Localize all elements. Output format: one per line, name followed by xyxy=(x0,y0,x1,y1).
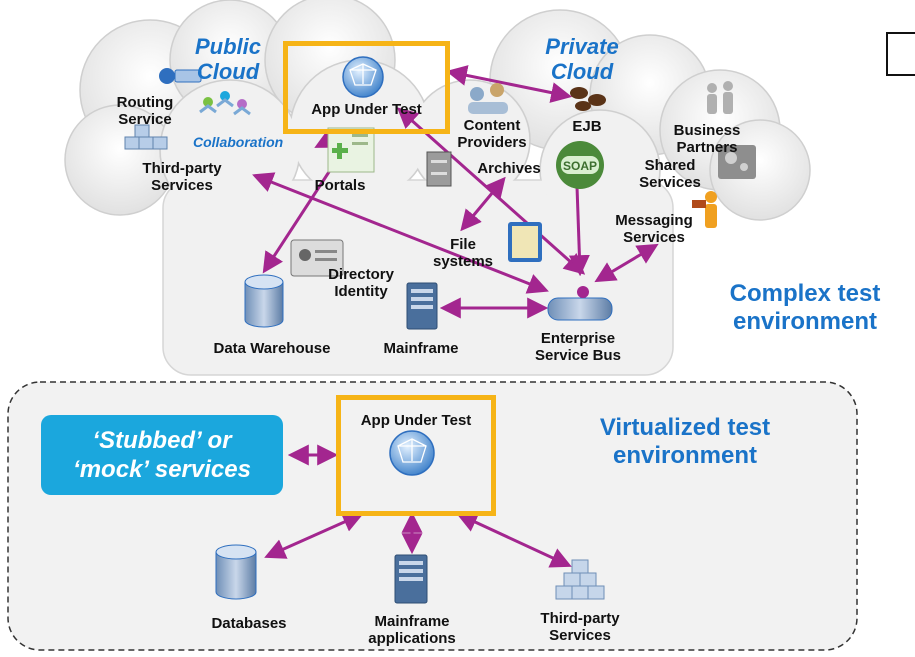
archives-label: Archives xyxy=(477,160,541,177)
portals-label: Portals xyxy=(314,177,366,194)
data-warehouse-cylinder-icon xyxy=(244,274,284,328)
collaboration-people-icon xyxy=(199,91,251,116)
mainframe-label: Mainframe xyxy=(383,340,459,357)
partial-frame-edge xyxy=(886,32,915,76)
data-warehouse-label: Data Warehouse xyxy=(213,340,331,357)
archives-icon xyxy=(426,151,452,187)
databases-cylinder-icon xyxy=(215,544,257,600)
mainframe-applications-icon xyxy=(394,554,428,604)
third-party-services-icon xyxy=(124,124,168,150)
virtual-app-under-test-highlight: App Under Test xyxy=(336,395,496,516)
directory-identity-card-icon xyxy=(290,239,344,277)
databases-label: Databases xyxy=(211,615,287,632)
soap-badge-text: SOAP xyxy=(563,159,597,173)
content-providers-icon xyxy=(468,83,508,114)
app-under-test-label: App Under Test xyxy=(311,101,422,118)
stubbed-services-box: ‘Stubbed’ or‘mock’ services xyxy=(41,415,283,495)
virtual-app-under-test-label: App Under Test xyxy=(360,412,472,429)
messaging-services-icon xyxy=(692,191,717,228)
mainframe-icon xyxy=(406,282,438,330)
routing-service-icon xyxy=(159,68,202,84)
file-systems-icon xyxy=(508,222,542,262)
enterprise-service-bus-icon xyxy=(547,286,613,321)
shared-services-gears-icon xyxy=(718,145,756,179)
collaboration-label: Collaboration xyxy=(193,134,284,150)
portals-icon xyxy=(327,127,375,173)
virtualized-connections xyxy=(264,444,572,568)
app-under-test-highlight: App Under Test xyxy=(283,41,450,134)
ejb-label: EJB xyxy=(572,118,602,135)
app-under-test-globe-icon xyxy=(342,56,384,98)
virtual-app-under-test-globe-icon xyxy=(389,430,435,476)
business-partners-icon xyxy=(707,81,733,114)
ejb-beans-icon xyxy=(570,87,606,111)
soap-icon: SOAP xyxy=(556,141,604,189)
virtual-third-party-services-icon xyxy=(555,559,605,600)
